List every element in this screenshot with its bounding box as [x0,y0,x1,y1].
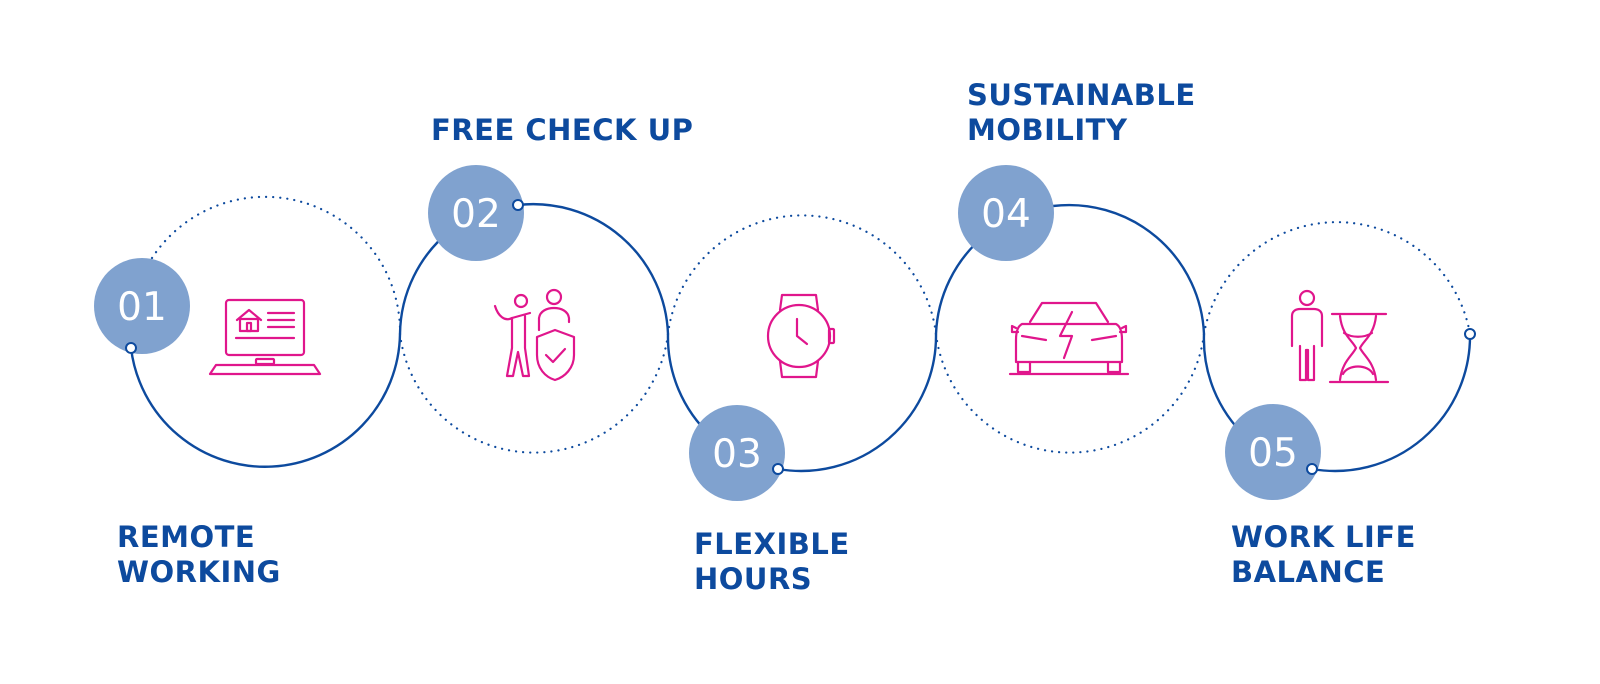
label-line: MOBILITY [967,113,1128,147]
label-line: SUSTAINABLE [967,78,1196,112]
step-05-badge: 05 [1225,404,1321,500]
step-02-badge: 02 [428,165,524,261]
wristwatch-icon [766,293,836,379]
step-number: 03 [712,432,762,477]
label-line: WORKING [117,555,281,589]
step-01-badge: 01 [94,258,190,354]
step-05-label: WORK LIFE BALANCE [1231,520,1416,590]
step-04-badge: 04 [958,165,1054,261]
solid-arc-3 [517,203,670,335]
solid-arc-5 [777,333,938,473]
label-line: FREE CHECK UP [431,113,694,147]
solid-arc-9 [1311,333,1472,473]
electric-car-icon [1008,301,1130,376]
step-04-label: SUSTAINABLE MOBILITY [967,78,1196,148]
step-03-label: FLEXIBLE HOURS [694,527,850,597]
step-number: 04 [981,192,1031,237]
step-01-label: REMOTE WORKING [117,520,281,590]
health-protection-icon [493,288,576,382]
step-number: 01 [117,285,167,330]
label-line: REMOTE [117,520,256,554]
solid-arc-1 [129,333,402,468]
step-number: 05 [1248,431,1298,476]
label-line: BALANCE [1231,555,1386,589]
label-line: WORK LIFE [1231,520,1416,554]
step-number: 02 [451,192,501,237]
step-02-label: FREE CHECK UP [431,113,693,148]
node-dot [125,342,137,354]
node-dot [512,199,524,211]
label-line: FLEXIBLE [694,527,850,561]
label-line: HOURS [694,562,813,596]
dotted-arc-5 [1202,221,1472,336]
solid-arc-7 [1052,203,1206,335]
node-dot [772,463,784,475]
dotted-arc-3 [666,214,938,336]
laptop-house-icon [208,298,322,376]
dotted-arc-4 [934,332,1206,454]
node-dot [1306,463,1318,475]
person-hourglass-icon [1290,289,1390,384]
node-dot [1464,328,1476,340]
step-03-badge: 03 [689,405,785,501]
dotted-arc-2 [398,332,670,454]
